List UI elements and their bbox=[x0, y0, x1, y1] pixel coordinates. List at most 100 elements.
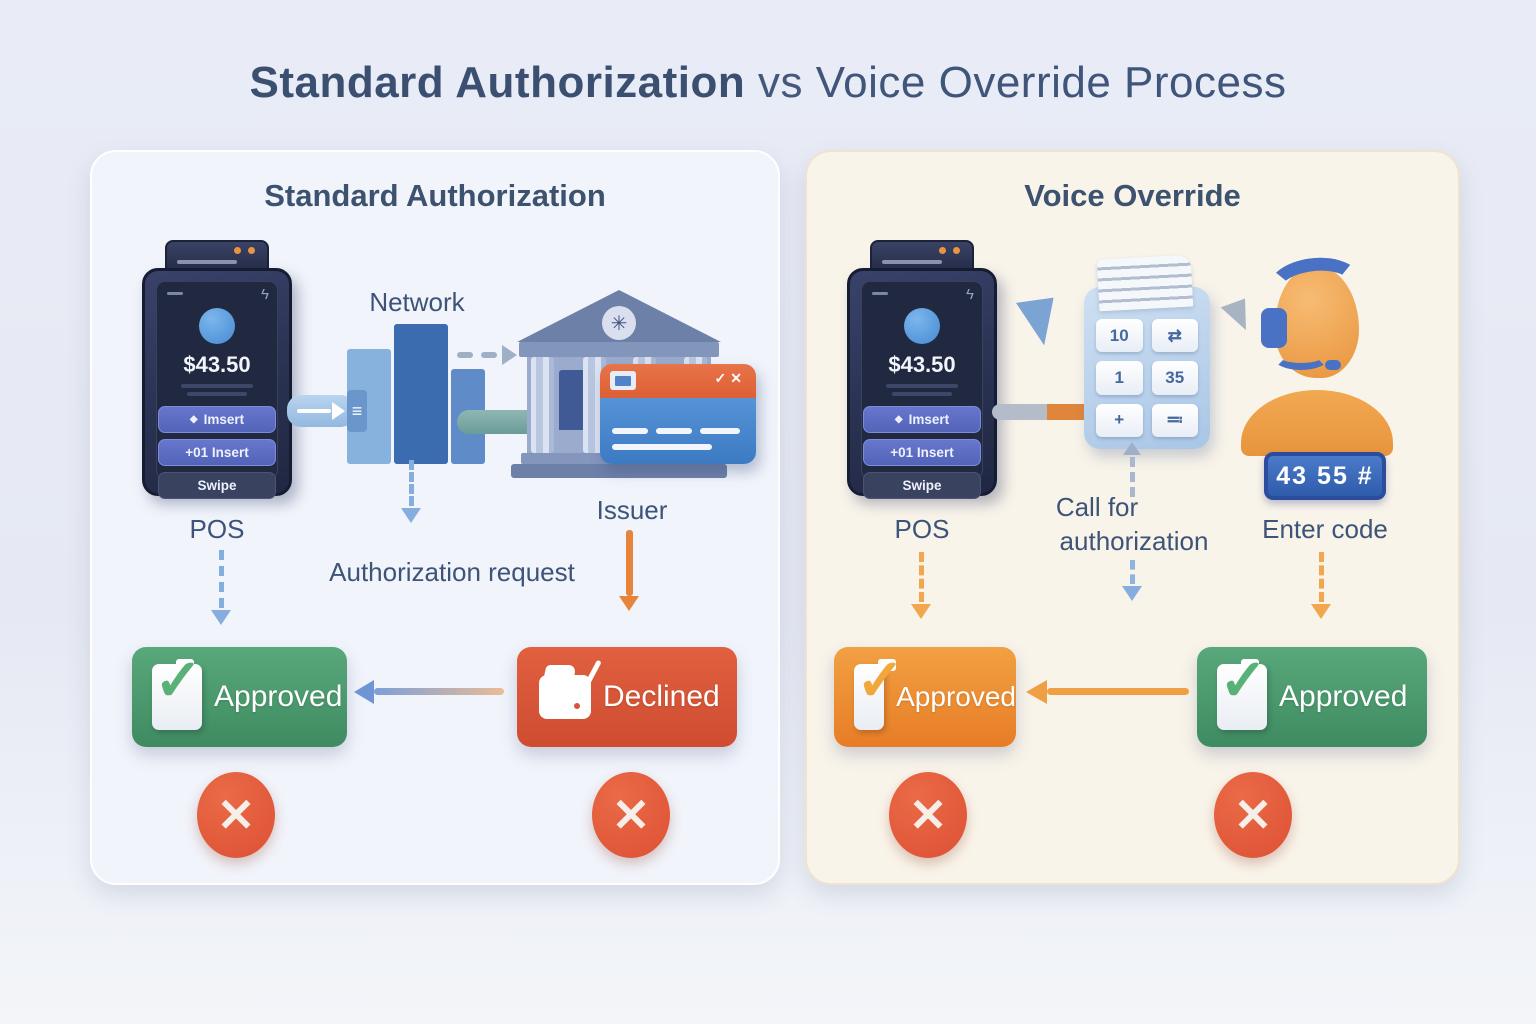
swipe-button-label: Swipe bbox=[197, 478, 237, 493]
card-line bbox=[656, 428, 692, 434]
pos-down-dashed-arrow bbox=[219, 550, 224, 608]
issuer-down-arrow bbox=[626, 530, 633, 596]
wallet-icon bbox=[539, 659, 602, 719]
indicator-dot bbox=[939, 247, 946, 254]
arrow-head bbox=[332, 402, 345, 420]
headset-mic-icon bbox=[1325, 360, 1341, 370]
arrow-head-down bbox=[211, 610, 231, 625]
diamond-icon: ◆ bbox=[894, 414, 903, 425]
card-slot bbox=[177, 260, 237, 264]
wallet-slash bbox=[583, 659, 602, 689]
card-body bbox=[600, 398, 756, 464]
indicator-dot bbox=[953, 247, 960, 254]
amount-display: $43.50 bbox=[888, 352, 956, 377]
calc-key: 10 bbox=[1096, 319, 1143, 353]
calc-key: 1 bbox=[1096, 361, 1143, 395]
title-vs: vs bbox=[758, 58, 804, 107]
dash-segment bbox=[457, 352, 473, 358]
title-part2: Voice Override Process bbox=[815, 58, 1287, 107]
insert-button-label: Imsert bbox=[908, 412, 950, 427]
approved-label: Approved bbox=[214, 680, 343, 713]
card-slot bbox=[882, 260, 942, 264]
insert-button-label: Imsert bbox=[203, 412, 245, 427]
indicator-dot bbox=[234, 247, 241, 254]
pos-screen: ϟ $43.50 ◆ Imsert +01 Insert Swipe bbox=[156, 281, 278, 499]
network-down-dashed-arrow bbox=[409, 460, 414, 506]
enter-code-label: Enter code bbox=[1262, 514, 1388, 544]
insert-button: ◆ Imsert bbox=[863, 406, 981, 433]
page-title: Standard Authorization vs Voice Override… bbox=[0, 58, 1536, 108]
status-circle-icon bbox=[199, 308, 235, 344]
pos-terminal: ϟ $43.50 ◆ Imsert +01 Insert Swipe bbox=[142, 240, 292, 499]
voice-override-panel: Voice Override ϟ $43.50 ◆ Imsert bbox=[805, 150, 1460, 885]
override-code-display: 43 55 # bbox=[1264, 452, 1386, 500]
approved-operator-box: ✓ Approved bbox=[1197, 647, 1427, 747]
pos-to-network-arrow bbox=[287, 395, 355, 427]
headset-earcup-icon bbox=[1261, 308, 1287, 348]
issuer-label: Issuer bbox=[596, 495, 668, 525]
declined-box: Declined bbox=[517, 647, 737, 747]
insert2-button-label: +01 Insert bbox=[185, 445, 249, 460]
network-port-icon: ≡ bbox=[347, 390, 367, 432]
standard-authorization-panel: Standard Authorization ϟ $43.50 ◆ bbox=[90, 150, 780, 885]
authorization-request-label: Authorization request bbox=[329, 557, 575, 587]
arrow-head-down bbox=[401, 508, 421, 523]
screen-line bbox=[892, 392, 952, 396]
pos-to-device-connector bbox=[992, 404, 1092, 420]
authorization-terminal-icon: 10 ⇄ 1 35 + ≕ bbox=[1084, 254, 1210, 449]
dash-segment bbox=[481, 352, 497, 358]
server-tower-icon bbox=[394, 324, 448, 464]
indicator-dot bbox=[248, 247, 255, 254]
arrow-head-left bbox=[1026, 680, 1047, 704]
check-icon: ✓ bbox=[714, 370, 731, 386]
credit-card-icon: ✓✕ bbox=[600, 364, 756, 464]
network-label: Network bbox=[369, 287, 465, 317]
error-x-icon: ✕ bbox=[197, 772, 275, 858]
code-down-dashed-arrow bbox=[1319, 552, 1324, 602]
call-center-operator-icon bbox=[1237, 253, 1397, 456]
bank-door bbox=[559, 370, 585, 430]
calc-key: + bbox=[1096, 403, 1143, 437]
arrow-head-right bbox=[502, 345, 517, 365]
calculator-keys: 10 ⇄ 1 35 + ≕ bbox=[1096, 319, 1198, 437]
cross-icon: ✕ bbox=[730, 370, 746, 386]
arrow-shaft bbox=[297, 409, 331, 413]
operator-bust bbox=[1241, 390, 1393, 456]
check-icon: ✓ bbox=[856, 648, 905, 713]
bank-architrave bbox=[519, 342, 719, 357]
pos-screen: ϟ $43.50 ◆ Imsert +01 Insert Swipe bbox=[861, 281, 983, 499]
operator-to-merchant-arrow bbox=[1047, 688, 1189, 695]
bank-emblem-icon: ✳ bbox=[602, 306, 636, 340]
arrow-head-down bbox=[911, 604, 931, 619]
calc-key: ≕ bbox=[1151, 403, 1198, 437]
pos-label: POS bbox=[189, 514, 245, 544]
approved-override-box: ✓ Approved bbox=[834, 647, 1016, 747]
pos-label: POS bbox=[894, 514, 950, 544]
call-dashed-arrow-bottom bbox=[1130, 560, 1135, 584]
swipe-button: Swipe bbox=[158, 472, 276, 499]
calc-key: 35 bbox=[1151, 361, 1198, 395]
card-chip bbox=[610, 371, 636, 390]
clipboard-check-icon: ✓ bbox=[854, 652, 905, 730]
card-check-cross-icons: ✓✕ bbox=[715, 370, 746, 387]
approved-label: Approved bbox=[1279, 680, 1408, 713]
screen-line bbox=[886, 384, 958, 388]
receipt-icon bbox=[1096, 254, 1194, 312]
screen-dash bbox=[872, 292, 888, 295]
insert2-button: +01 Insert bbox=[158, 439, 276, 466]
pos-terminal: ϟ $43.50 ◆ Imsert +01 Insert Swipe bbox=[847, 240, 997, 499]
pos-body: ϟ $43.50 ◆ Imsert +01 Insert Swipe bbox=[847, 268, 997, 499]
left-panel-heading: Standard Authorization bbox=[264, 178, 606, 213]
check-icon: ✓ bbox=[1219, 648, 1268, 713]
arrow-head-left bbox=[354, 680, 374, 704]
clipboard-check-icon: ✓ bbox=[1217, 652, 1268, 730]
error-x-icon: ✕ bbox=[1214, 772, 1292, 858]
title-part1: Standard Authorization bbox=[249, 58, 746, 107]
bank-step bbox=[511, 464, 727, 478]
card-top-band: ✓✕ bbox=[600, 364, 756, 398]
insert2-button-label: +01 Insert bbox=[890, 445, 954, 460]
authorization-label: authorization bbox=[1059, 526, 1209, 556]
diamond-icon: ◆ bbox=[189, 414, 198, 425]
clipboard-check-icon: ✓ bbox=[152, 652, 203, 730]
